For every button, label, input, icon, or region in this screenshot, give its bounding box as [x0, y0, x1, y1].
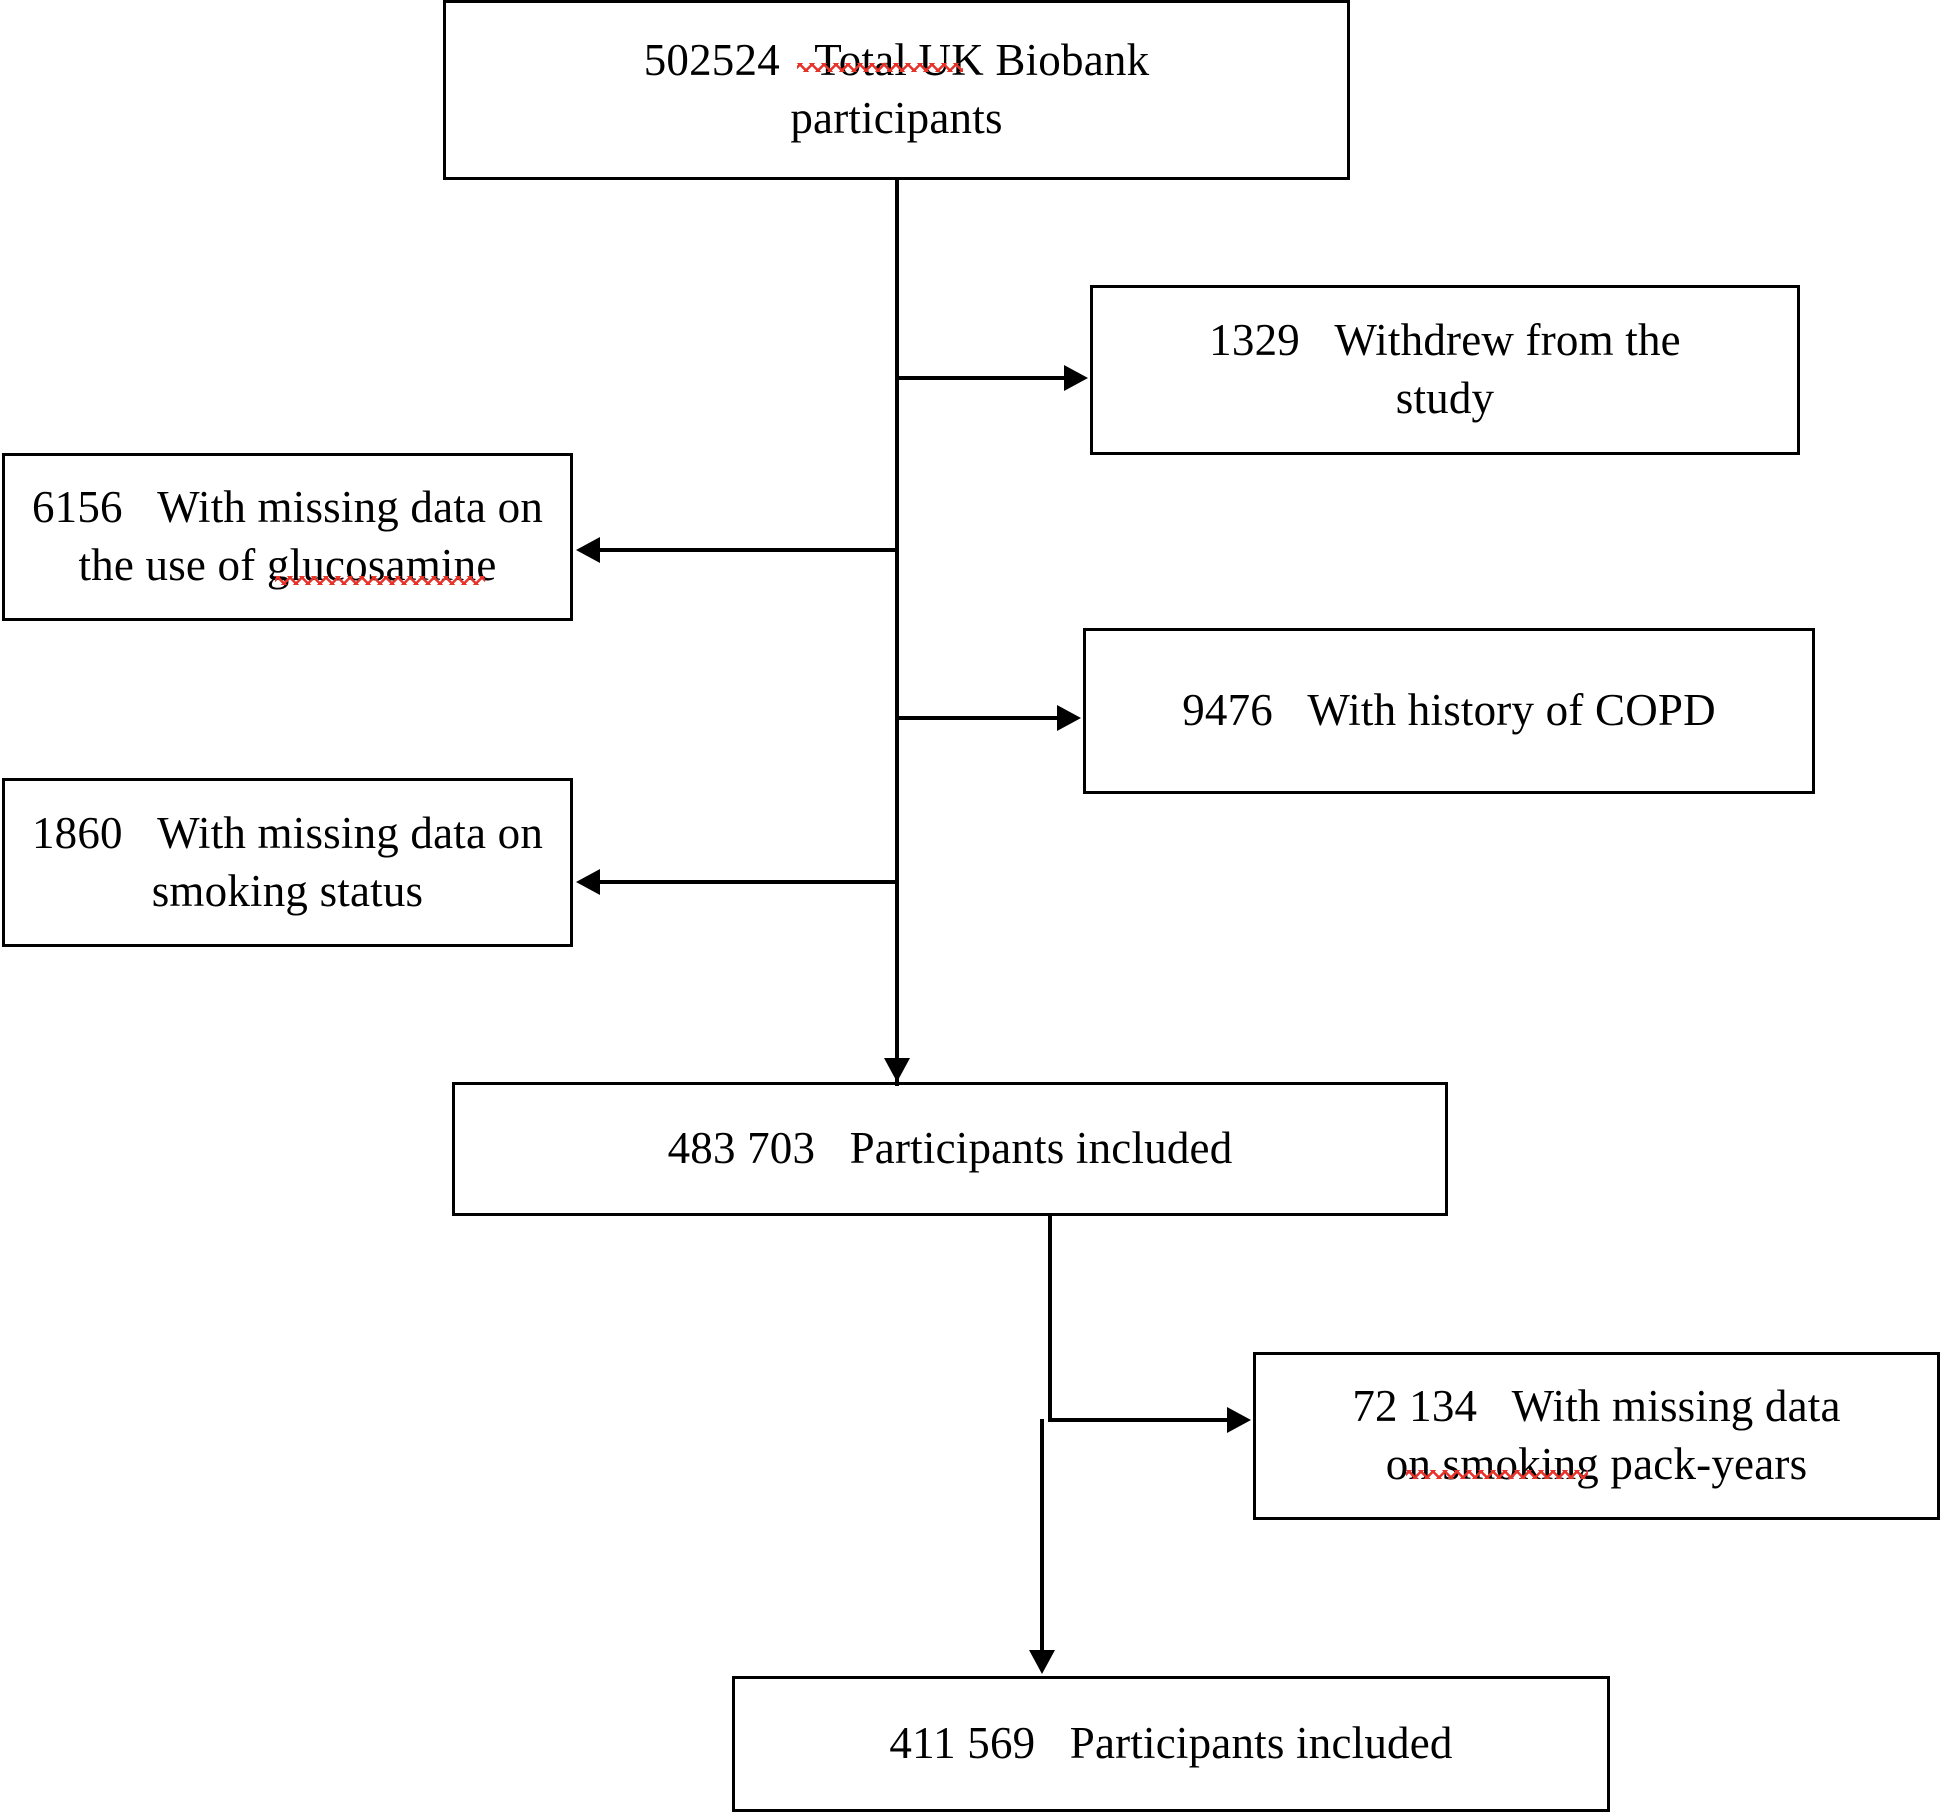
node-missing-smoking-status-text: 1860 With missing data on smoking status: [18, 805, 557, 920]
node-missing-pack-years-count: 72 134: [1352, 1381, 1478, 1432]
arrowhead-total-to-missing-smoking-status: [576, 869, 600, 895]
node-participants-included-first-label: Participants included: [849, 1123, 1233, 1174]
connector-total-to-copd: [897, 716, 1060, 720]
arrowhead-total-to-included-first: [884, 1058, 910, 1082]
node-participants-included-first-text: 483 703 Participants included: [654, 1120, 1247, 1178]
arrowhead-total-to-copd: [1057, 705, 1081, 731]
node-participants-included-final: 411 569 Participants included: [732, 1676, 1610, 1812]
node-missing-smoking-status: 1860 With missing data on smoking status: [2, 778, 573, 947]
node-history-of-copd-label: With history of COPD: [1307, 685, 1716, 736]
node-withdrew-from-study-label: Withdrew from the study: [1334, 315, 1681, 423]
node-participants-included-final-label: Participants included: [1069, 1718, 1453, 1769]
connector-included-first-to-missing-pack-years: [1048, 1418, 1230, 1422]
arrowhead-included-first-to-included-final: [1029, 1650, 1055, 1674]
node-history-of-copd-text: 9476 With history of COPD: [1168, 682, 1730, 740]
connector-total-to-missing-glucosamine: [600, 548, 897, 552]
node-participants-included-first: 483 703 Participants included: [452, 1082, 1448, 1216]
node-withdrew-from-study: 1329 Withdrew from the study: [1090, 285, 1800, 455]
arrowhead-included-first-to-missing-pack-years: [1227, 1407, 1251, 1433]
node-missing-pack-years-label: With missing data on smoking pack-years: [1385, 1381, 1841, 1489]
node-history-of-copd-count: 9476: [1182, 685, 1273, 736]
node-withdrew-from-study-text: 1329 Withdrew from the study: [1195, 312, 1695, 427]
node-missing-glucosamine-data-count: 6156: [31, 482, 123, 533]
node-history-of-copd: 9476 With history of COPD: [1083, 628, 1815, 794]
node-total-participants-count: 502524: [643, 35, 780, 86]
connector-trunk-second-lower: [1040, 1419, 1044, 1654]
connector-total-to-missing-smoking-status: [600, 880, 897, 884]
node-missing-smoking-status-label: With missing data on smoking status: [151, 807, 544, 916]
node-participants-included-first-count: 483 703: [667, 1123, 816, 1174]
connector-total-to-withdrew: [897, 376, 1067, 380]
node-total-participants-label: Total UK Biobank participants: [790, 35, 1150, 143]
node-withdrew-from-study-count: 1329: [1209, 315, 1300, 366]
connector-trunk-main: [895, 178, 899, 1086]
node-participants-included-final-count: 411 569: [889, 1718, 1036, 1769]
arrowhead-total-to-withdrew: [1064, 365, 1088, 391]
node-participants-included-final-text: 411 569 Participants included: [875, 1715, 1466, 1773]
connector-trunk-second: [1048, 1216, 1052, 1419]
arrowhead-total-to-missing-glucosamine: [576, 537, 600, 563]
node-missing-smoking-status-count: 1860: [31, 807, 123, 858]
